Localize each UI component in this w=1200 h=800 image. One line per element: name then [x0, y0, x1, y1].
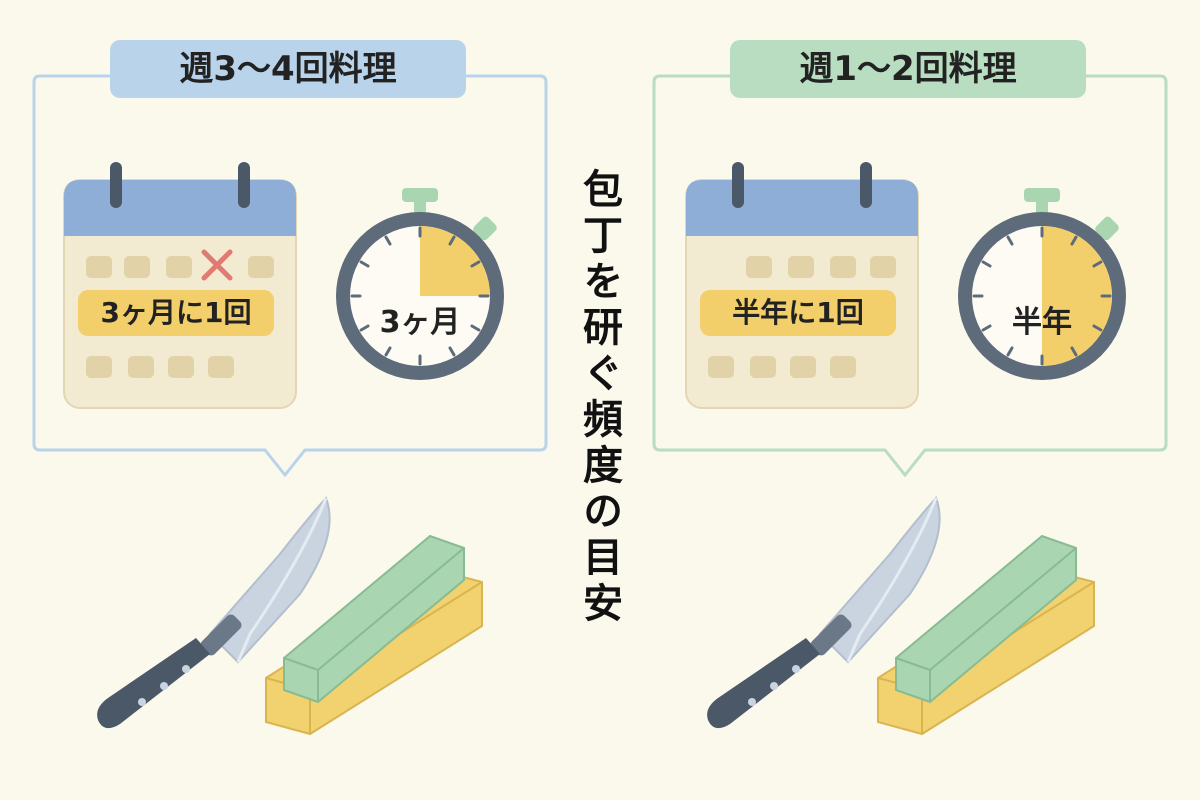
right-calendar-label: 半年に1回 [700, 290, 896, 336]
timer-tick [384, 346, 392, 357]
left-knife-icon [97, 496, 331, 729]
right-stopwatch-icon [958, 188, 1126, 380]
right-heading: 週1〜2回料理 [730, 40, 1086, 98]
left-timer-label: 3ヶ月 [379, 305, 461, 340]
right-timer-label: 半年 [1012, 305, 1072, 340]
timer-tick [1070, 346, 1078, 357]
left-calendar-label: 3ヶ月に1回 [78, 290, 274, 336]
right-bubble-outline [652, 74, 1168, 478]
center-title: 包丁を研ぐ頻度の目安 [576, 168, 622, 628]
timer-tick [448, 235, 456, 246]
left-bubble-outline [32, 74, 548, 478]
timer-tick [981, 260, 992, 268]
timer-tick [1092, 324, 1103, 332]
timer-tick [981, 324, 992, 332]
right-knife-icon [707, 496, 941, 729]
right-whetstone-icon [877, 534, 1095, 736]
left-heading: 週3〜4回料理 [110, 40, 466, 98]
timer-tick [359, 260, 370, 268]
timer-tick [470, 324, 481, 332]
left-stopwatch-icon [336, 188, 504, 380]
right-timer-fill [1042, 226, 1112, 366]
timer-tick [1006, 235, 1014, 246]
timer-tick [384, 235, 392, 246]
left-whetstone-icon [265, 534, 483, 736]
left-calendar-icon [63, 162, 297, 409]
timer-tick [1092, 260, 1103, 268]
left-timer-fill [420, 226, 490, 296]
timer-tick [1006, 346, 1014, 357]
timer-tick [1070, 235, 1078, 246]
cross-mark-icon [201, 249, 233, 281]
timer-tick [448, 346, 456, 357]
timer-tick [470, 260, 481, 268]
timer-tick [359, 324, 370, 332]
right-calendar-icon [685, 162, 919, 409]
